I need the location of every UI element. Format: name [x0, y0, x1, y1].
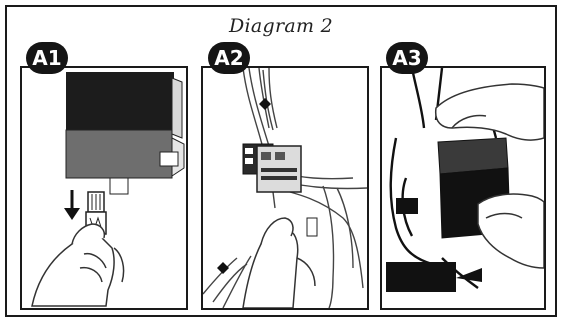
hand-icon [31, 223, 125, 307]
unit-housing-top [66, 72, 174, 134]
step-badge-a3: A3 [386, 42, 428, 74]
hand-icon [242, 217, 316, 308]
step-badge-a1: A1 [26, 42, 68, 74]
unit-housing-bottom [65, 129, 173, 179]
hand-icon [434, 83, 544, 141]
step-badge-a2: A2 [208, 42, 250, 74]
battery-icon [437, 137, 511, 239]
step-illustration-a2 [203, 68, 367, 308]
step-illustration-a3 [386, 68, 544, 292]
step-panel-a2 [201, 66, 369, 310]
mounting-bracket [386, 262, 456, 292]
step-illustration-a1 [31, 72, 185, 307]
step-panel-a3 [380, 66, 546, 310]
down-arrow-icon [64, 190, 80, 220]
diagram-title: Diagram 2 [228, 15, 334, 37]
step-panel-a1 [20, 66, 188, 310]
